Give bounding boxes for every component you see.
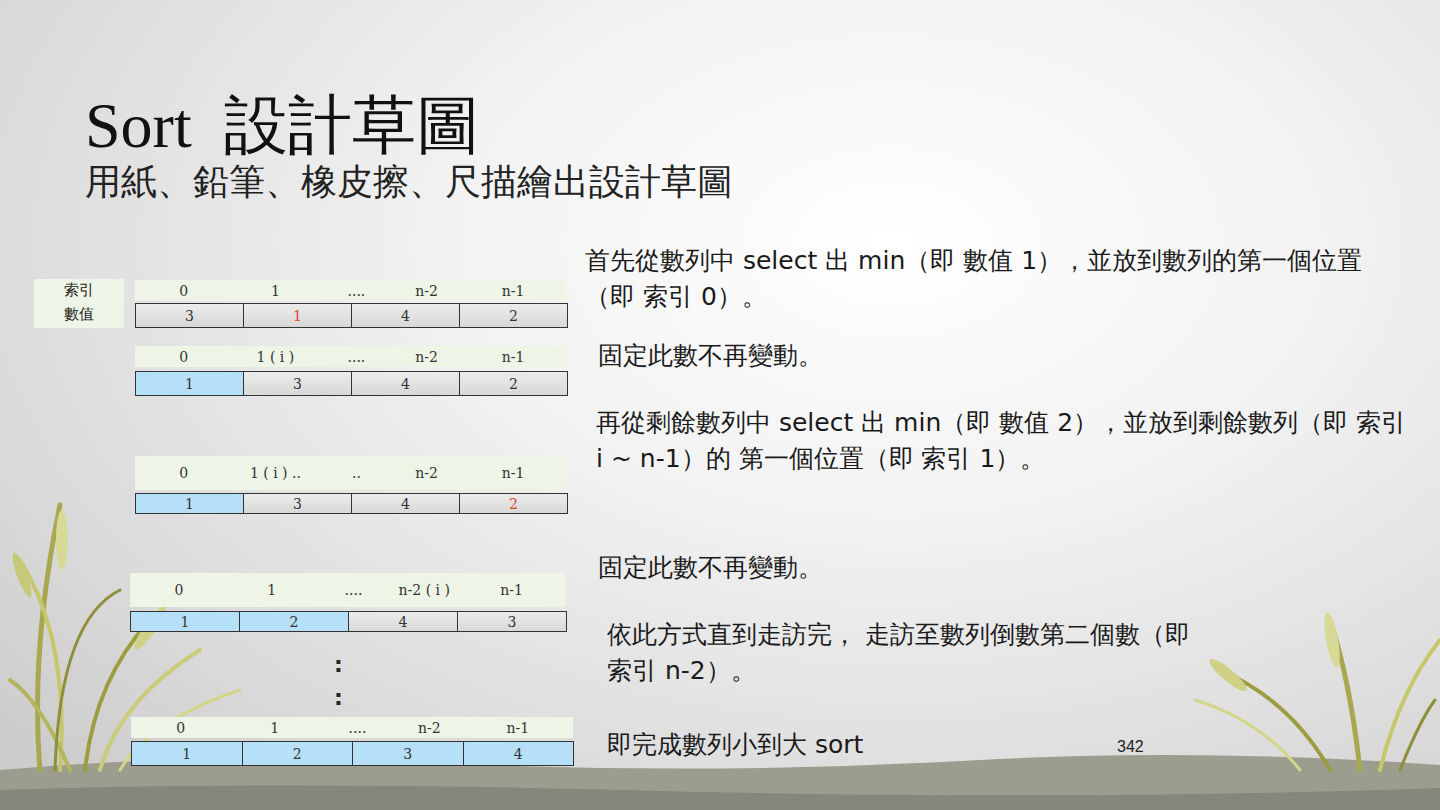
- index-label: n-2 ( i ): [399, 582, 450, 598]
- index-label: n-2: [418, 720, 441, 736]
- index-label: ....: [347, 283, 365, 299]
- value-cell: 4: [463, 741, 575, 766]
- index-label: 0: [175, 582, 184, 598]
- index-label: ....: [349, 720, 367, 736]
- value-label: 4: [352, 304, 459, 327]
- value-cell: 1: [130, 611, 240, 632]
- index-label: 1: [270, 720, 279, 736]
- value-cell: 2: [459, 371, 568, 396]
- value-label: 4: [352, 494, 459, 513]
- slide-title: Sort 設計草圖: [85, 82, 480, 169]
- value-cell: 4: [351, 371, 460, 396]
- value-cell: 2: [459, 303, 568, 328]
- value-cell: 3: [457, 611, 567, 632]
- value-label: 3: [458, 612, 566, 631]
- index-label: n-1: [502, 465, 525, 481]
- value-cell: 3: [243, 371, 352, 396]
- value-label: 1: [244, 304, 351, 327]
- index-label: 1 ( i ) ..: [250, 465, 301, 481]
- value-cell: 4: [351, 493, 460, 514]
- explanation-text: 依此方式直到走訪完， 走訪至數列倒數第二個數（即 索引 n-2）。: [607, 617, 1217, 688]
- value-cell: 1: [135, 371, 244, 396]
- value-label: 1: [136, 372, 243, 395]
- index-label: 0: [179, 465, 188, 481]
- page-number: 342: [1117, 738, 1144, 756]
- value-cell: 3: [352, 741, 464, 766]
- index-label: n-1: [506, 720, 529, 736]
- index-label: 0: [179, 283, 188, 299]
- value-label: 3: [353, 742, 463, 765]
- index-label: n-1: [502, 349, 525, 365]
- value-label: 1: [136, 494, 243, 513]
- index-label: 0: [179, 349, 188, 365]
- value-label: 3: [136, 304, 243, 327]
- ellipsis-dots: :: [334, 652, 343, 677]
- row-header: 數值: [34, 305, 124, 324]
- index-label: 1: [267, 582, 276, 598]
- index-label: ....: [347, 349, 365, 365]
- value-label: 4: [464, 742, 574, 765]
- explanation-text: 固定此數不再變動。: [598, 338, 1198, 374]
- value-label: 3: [244, 372, 351, 395]
- value-label: 2: [460, 372, 567, 395]
- explanation-text: 固定此數不再變動。: [598, 550, 1198, 586]
- value-cell: 2: [239, 611, 349, 632]
- ellipsis-dots: :: [334, 685, 343, 710]
- value-label: 2: [460, 494, 567, 513]
- index-label: ....: [345, 582, 363, 598]
- index-label: 1 ( i ): [257, 349, 295, 365]
- value-label: 4: [352, 372, 459, 395]
- slide-subtitle: 用紙、鉛筆、橡皮擦、尺描繪出設計草圖: [85, 158, 733, 207]
- index-label: n-1: [502, 283, 525, 299]
- index-label: 0: [176, 720, 185, 736]
- index-label: n-2: [415, 349, 438, 365]
- index-label: 1: [271, 283, 280, 299]
- index-label: n-2: [415, 283, 438, 299]
- explanation-text: 首先從數列中 select 出 min（即 數值 1），並放到數列的第一個位置（…: [585, 243, 1400, 314]
- value-cell: 1: [131, 741, 243, 766]
- value-cell: 3: [243, 493, 352, 514]
- value-cell: 3: [135, 303, 244, 328]
- value-label: 3: [244, 494, 351, 513]
- index-label: n-1: [500, 582, 523, 598]
- index-label: n-2: [415, 465, 438, 481]
- value-cell: 4: [348, 611, 458, 632]
- value-cell: 4: [351, 303, 460, 328]
- explanation-text: 再從剩餘數列中 select 出 min（即 數值 2），並放到剩餘數列（即 索…: [596, 405, 1416, 476]
- value-cell: 1: [135, 493, 244, 514]
- value-cell: 2: [242, 741, 354, 766]
- value-label: 4: [349, 612, 457, 631]
- value-cell: 2: [459, 493, 568, 514]
- row-header: 索引: [34, 281, 124, 300]
- value-label: 1: [132, 742, 242, 765]
- value-cell: 1: [243, 303, 352, 328]
- index-label: ..: [352, 465, 361, 481]
- grass-right: [1195, 611, 1440, 770]
- ground-shadow: [0, 785, 1440, 810]
- value-label: 1: [131, 612, 239, 631]
- value-label: 2: [460, 304, 567, 327]
- value-label: 2: [243, 742, 353, 765]
- explanation-text: 即完成數列小到大 sort: [607, 727, 1087, 763]
- value-label: 2: [240, 612, 348, 631]
